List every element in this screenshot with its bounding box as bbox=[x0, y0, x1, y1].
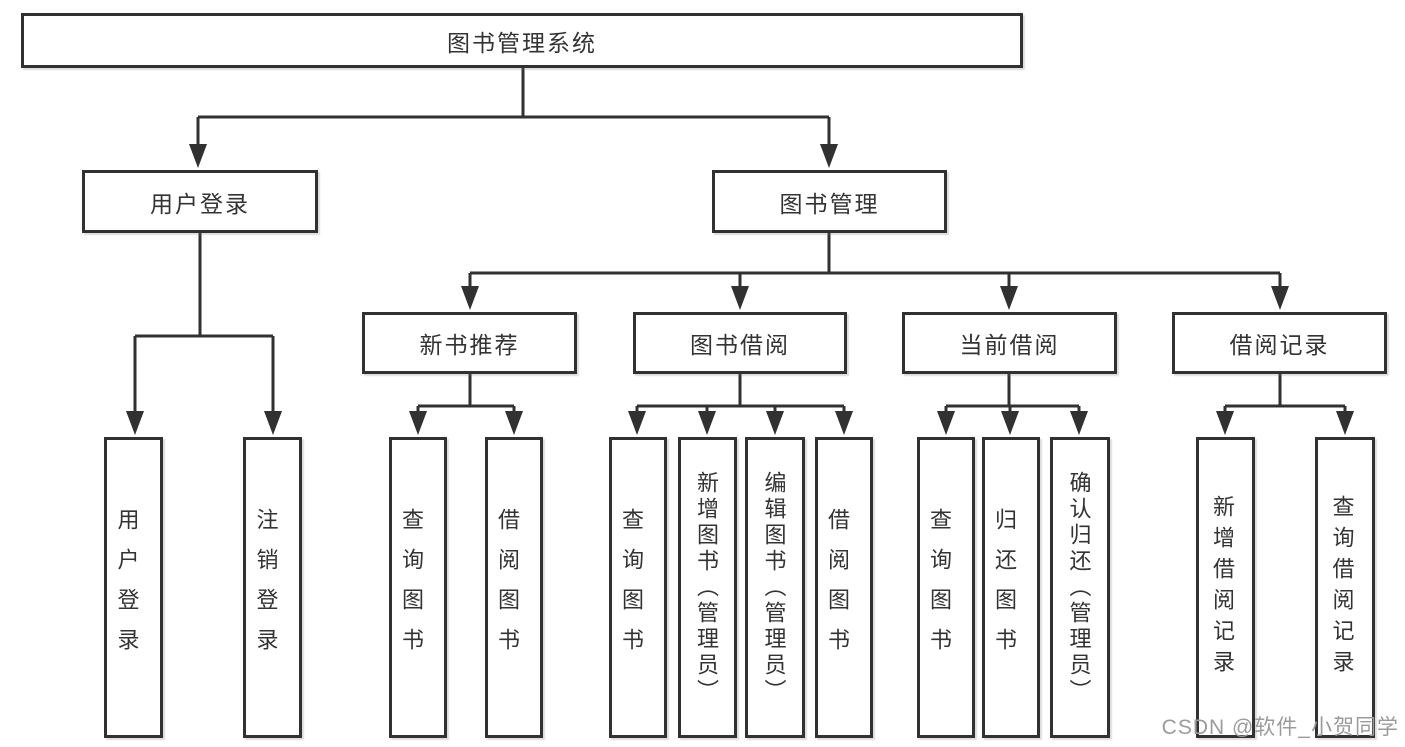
leaf-edit-book-admin-label: 编辑图书（管理员） bbox=[761, 470, 787, 705]
arrowhead-cb1 bbox=[937, 411, 955, 435]
leaf-query-book-cb: 查询图书 bbox=[917, 437, 975, 738]
node-user-login-label: 用户登录 bbox=[150, 190, 250, 217]
arrowhead-user-login bbox=[189, 144, 207, 168]
arrowhead-current-borrow bbox=[1000, 286, 1018, 310]
leaf-add-book-admin-label: 新增图书（管理员） bbox=[694, 470, 719, 705]
leaf-logout: 注销登录 bbox=[243, 437, 302, 738]
leaf-confirm-return-admin-label: 确认归还（管理员） bbox=[1066, 470, 1092, 705]
arrowhead-rb2 bbox=[1336, 411, 1354, 435]
node-new-book-recommend: 新书推荐 bbox=[362, 312, 577, 374]
arrowhead-nb2 bbox=[505, 411, 523, 435]
leaf-user-login-label: 用户登录 bbox=[114, 507, 140, 668]
leaf-add-borrow-record-label: 新增借阅记录 bbox=[1210, 494, 1235, 681]
leaf-confirm-return-admin: 确认归还（管理员） bbox=[1050, 437, 1110, 738]
node-library-system: 图书管理系统 bbox=[21, 13, 1023, 68]
node-new-book-recommend-label: 新书推荐 bbox=[419, 332, 520, 358]
arrowhead-book-borrow bbox=[731, 286, 749, 310]
arrowhead-bb2 bbox=[698, 411, 716, 435]
arrowhead-cb3 bbox=[1070, 411, 1088, 435]
arrowhead-bb3 bbox=[766, 411, 784, 435]
node-book-borrow: 图书借阅 bbox=[633, 312, 847, 374]
arrowhead-login-leaf bbox=[126, 411, 144, 435]
arrowhead-rb1 bbox=[1216, 411, 1234, 435]
leaf-query-borrow-record: 查询借阅记录 bbox=[1315, 437, 1375, 738]
arrowhead-borrow-record bbox=[1271, 286, 1289, 310]
node-book-management: 图书管理 bbox=[712, 170, 947, 233]
node-current-borrow-label: 当前借阅 bbox=[959, 332, 1060, 358]
arrowhead-book-mgmt bbox=[820, 144, 838, 168]
arrowhead-cb2 bbox=[1001, 411, 1019, 435]
leaf-query-book-bb-label: 查询图书 bbox=[619, 507, 644, 668]
leaf-borrow-book-nb-label: 借阅图书 bbox=[495, 507, 520, 668]
node-user-login: 用户登录 bbox=[82, 170, 318, 233]
arrowhead-logout-leaf bbox=[264, 411, 282, 435]
node-library-system-label: 图书管理系统 bbox=[447, 29, 597, 56]
arrowhead-bb4 bbox=[835, 411, 853, 435]
leaf-query-book-bb: 查询图书 bbox=[609, 437, 667, 738]
leaf-return-book-label: 归还图书 bbox=[992, 507, 1017, 668]
arrowhead-bb1 bbox=[628, 411, 646, 435]
node-book-management-label: 图书管理 bbox=[779, 190, 880, 217]
node-current-borrow: 当前借阅 bbox=[902, 312, 1117, 374]
leaf-query-book-nb: 查询图书 bbox=[389, 437, 447, 738]
arrowhead-new-book bbox=[461, 286, 479, 310]
leaf-return-book: 归还图书 bbox=[982, 437, 1040, 738]
leaf-edit-book-admin: 编辑图书（管理员） bbox=[745, 437, 805, 738]
csdn-watermark: CSDN @软件_小贺同学 bbox=[1161, 716, 1399, 739]
leaf-query-book-nb-label: 查询图书 bbox=[399, 507, 424, 668]
leaf-borrow-book-bb-label: 借阅图书 bbox=[825, 507, 850, 668]
leaf-user-login: 用户登录 bbox=[104, 437, 163, 738]
leaf-add-book-admin: 新增图书（管理员） bbox=[678, 437, 737, 738]
node-book-borrow-label: 图书借阅 bbox=[690, 332, 790, 358]
leaf-add-borrow-record: 新增借阅记录 bbox=[1196, 437, 1255, 738]
leaf-query-book-cb-label: 查询图书 bbox=[927, 507, 952, 668]
node-borrow-records: 借阅记录 bbox=[1172, 312, 1387, 374]
node-borrow-records-label: 借阅记录 bbox=[1229, 332, 1330, 358]
leaf-logout-label: 注销登录 bbox=[253, 507, 279, 668]
leaf-query-borrow-record-label: 查询借阅记录 bbox=[1329, 494, 1355, 681]
arrowhead-nb1 bbox=[409, 411, 427, 435]
leaf-borrow-book-nb: 借阅图书 bbox=[485, 437, 543, 738]
leaf-borrow-book-bb: 借阅图书 bbox=[815, 437, 873, 738]
